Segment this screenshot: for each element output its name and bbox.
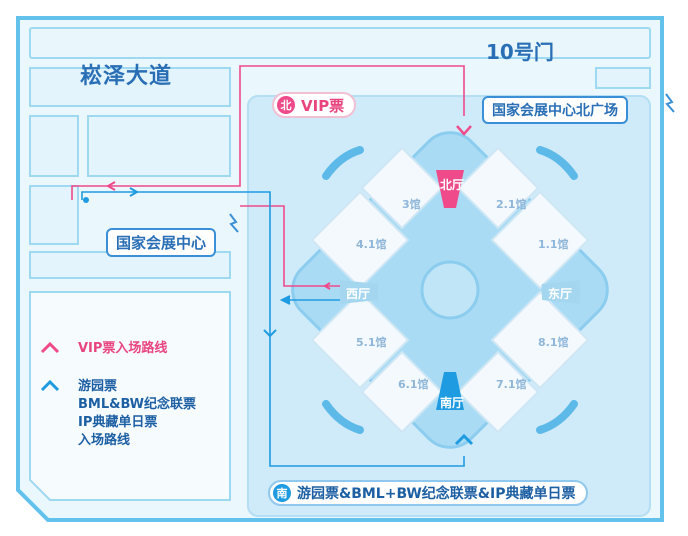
city-block (29, 67, 231, 107)
general-route (81, 191, 465, 467)
legend-general-line: 游园票 (78, 379, 118, 394)
vip-route (71, 65, 465, 287)
hall-4-1: 4.1馆 (356, 238, 387, 251)
north-hall-label: 北厅 (440, 178, 465, 192)
road-name: 崧泽大道 (80, 64, 173, 89)
vip-arrow (105, 181, 116, 191)
general-arrow (454, 433, 474, 446)
city-block (29, 115, 79, 177)
gate-label: 10号门 (486, 40, 554, 64)
hall-8-1: 8.1馆 (538, 336, 569, 349)
south-entry-tag: 南 游园票&BML+BW纪念联票&IP典藏单日票 (268, 480, 588, 506)
hall-1-1: 1.1馆 (538, 238, 569, 251)
general-arrow (263, 329, 277, 338)
central-hub (420, 260, 480, 320)
south-hall-label: 南厅 (440, 396, 465, 410)
general-arrow (129, 187, 140, 197)
north-plaza-callout: 国家会展中心北广场 (482, 96, 628, 124)
east-hall-label: 东厅 (548, 287, 573, 301)
general-arrow (279, 295, 291, 305)
vip-entry-tag: 北 VIP票 (272, 92, 357, 118)
legend-general-line: IP典藏单日票 (78, 415, 158, 430)
vip-arrow (323, 282, 331, 290)
south-tag-text: 游园票&BML+BW纪念联票&IP典藏单日票 (297, 486, 576, 502)
top-road-band (29, 27, 651, 59)
venue-callout: 国家会展中心 (106, 228, 217, 257)
legend-general-line: 入场路线 (78, 433, 131, 448)
city-block (595, 67, 651, 89)
legend-general-line: BML&BW纪念联票 (78, 397, 197, 412)
hall-2-1: 2.1馆 (496, 198, 527, 211)
south-entrance (436, 372, 464, 410)
city-block (87, 115, 231, 177)
vip-tag-text: VIP票 (301, 96, 345, 115)
legend-general: 游园票 BML&BW纪念联票 IP典藏单日票 入场路线 (78, 378, 196, 450)
city-block (29, 185, 79, 245)
hall-6-1: 6.1馆 (398, 378, 429, 391)
hall-5-1: 5.1馆 (356, 336, 387, 349)
west-hall-label: 西厅 (346, 287, 371, 301)
hall-7-1: 7.1馆 (496, 378, 527, 391)
west-entrance (340, 280, 378, 304)
legend-vip: VIP票入场路线 (78, 340, 167, 358)
south-dot: 南 (273, 484, 291, 502)
exhibition-building (291, 131, 609, 449)
east-entrance (542, 280, 580, 304)
legend-box (29, 291, 231, 501)
vip-arrow (456, 125, 472, 136)
hall-3: 3馆 (402, 198, 421, 211)
legend-vip-text: VIP票入场路线 (78, 341, 168, 356)
north-entrance (436, 170, 464, 208)
north-dot: 北 (277, 96, 295, 114)
